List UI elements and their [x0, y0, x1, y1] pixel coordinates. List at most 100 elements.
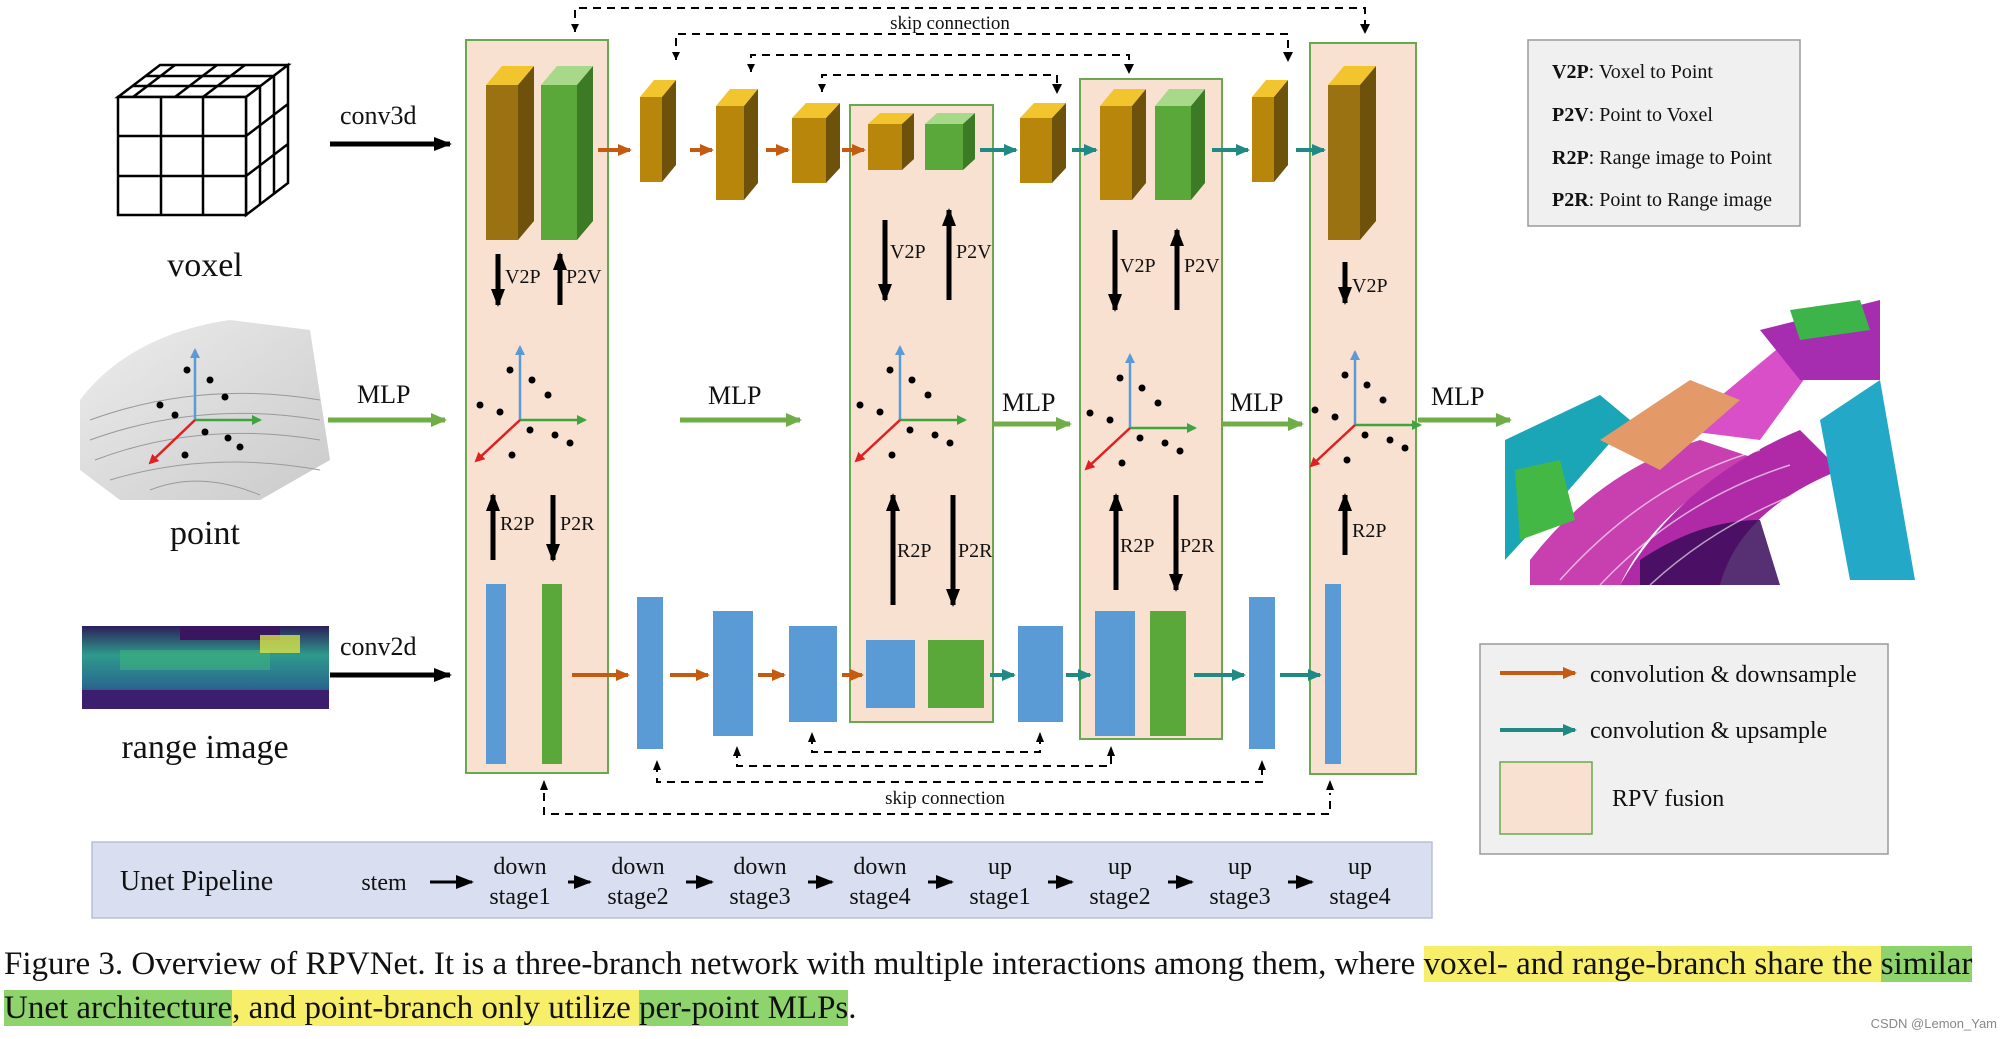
svg-text:R2P: Range image to Point: R2P: Range image to Point: [1552, 147, 1772, 169]
pipeline-stage-bottom: stem: [361, 870, 407, 896]
point-axes-icon: [1309, 350, 1422, 468]
pipeline-stage-bottom: stage4: [1329, 884, 1390, 910]
voxel-block-down1: [640, 80, 676, 182]
conv2d-label: conv2d: [340, 632, 417, 661]
point-dot: [1361, 431, 1369, 439]
voxel-cube-icon: [114, 62, 292, 218]
v2p-label-3: V2P: [1120, 255, 1156, 277]
point-dot: [496, 408, 504, 416]
skip-connection-label-top: skip connection: [890, 13, 1010, 34]
watermark: CSDN @Lemon_Yam: [1870, 1016, 1997, 1031]
range-image-label: range image: [121, 729, 288, 766]
voxel-block-down2: [716, 89, 758, 200]
pipeline-stage-bottom: stage3: [729, 884, 790, 910]
point-dot: [946, 439, 954, 447]
point-dot: [1106, 416, 1114, 424]
skip-connection-arrowheads-top: [571, 24, 826, 92]
point-dot: [1176, 447, 1184, 455]
caption-text-1: Figure 3. Overview of RPVNet. It is a th…: [4, 946, 1424, 982]
voxel-block-down3: [792, 103, 840, 183]
unet-pipeline-bar: [91, 841, 1433, 919]
legend-ops-box: [1527, 39, 1801, 227]
svg-text:P2V: Point to Voxel: P2V: Point to Voxel: [1552, 104, 1713, 126]
point-dot: [1401, 444, 1409, 452]
range-branch: [486, 584, 1341, 764]
point-dot: [888, 451, 896, 459]
legend-text-v2p: : Voxel to Point: [1589, 61, 1714, 83]
point-dot: [886, 366, 894, 374]
unet-pipeline-stages: stemdownstage1downstage2downstage3downst…: [361, 854, 1390, 910]
point-dot: [1086, 409, 1094, 417]
r2p-label-2: R2P: [897, 540, 931, 562]
point-dot: [528, 376, 536, 384]
point-dot: [506, 366, 514, 374]
v2p-label-4: V2P: [1352, 275, 1388, 297]
point-axes-group: [474, 345, 1422, 471]
p2v-label-2: P2V: [956, 241, 992, 263]
point-dot: [906, 426, 914, 434]
point-dot: [931, 431, 939, 439]
r2p-label-4: R2P: [1352, 520, 1386, 542]
rpv-fusion-box-2: [849, 104, 994, 723]
skip-connection-arrowheads-bottom: [540, 732, 1334, 790]
point-cloud-image: [80, 320, 330, 500]
conv3d-label: conv3d: [340, 101, 417, 130]
legend-rpv-label: RPV fusion: [1612, 786, 1724, 812]
legend-key-r2p: R2P: [1552, 147, 1589, 169]
pipeline-stage-top: down: [733, 854, 786, 880]
pipeline-stage-bottom: stage3: [1209, 884, 1270, 910]
range-block-down1: [637, 597, 663, 749]
p2v-label-3: P2V: [1184, 255, 1220, 277]
range-block-stem: [486, 584, 506, 764]
axis-x: [474, 419, 521, 463]
point-dot: [924, 391, 932, 399]
voxel-block-stem: [486, 66, 534, 240]
range-block-up1: [1018, 626, 1063, 722]
range-block-down2: [713, 611, 753, 736]
point-dot: [1138, 384, 1146, 392]
point-axes-icon: [854, 345, 967, 463]
interaction-arrows: [486, 208, 1352, 607]
point-dot: [544, 391, 552, 399]
voxel-label: voxel: [167, 247, 243, 284]
voxel-block-down4: [868, 113, 914, 170]
range-image-thumbnail: [82, 626, 329, 709]
skip-connections-top: [574, 7, 1370, 94]
green-range-block-stem: [542, 584, 562, 764]
voxel-branch: [486, 66, 1376, 240]
legend-rpv-swatch: [1499, 761, 1593, 835]
legend-conv-up-label: convolution & upsample: [1590, 718, 1827, 744]
legend-conv-down-label: convolution & downsample: [1590, 662, 1857, 688]
pipeline-stage-top: down: [853, 854, 906, 880]
legend-key-p2r: P2R: [1552, 189, 1589, 211]
point-dot: [1379, 396, 1387, 404]
legend-ops-items: V2P: Voxel to Point P2V: Point to Voxel …: [1552, 61, 1772, 211]
legend-key-p2v: P2V: [1552, 104, 1589, 126]
green-block-stem: [541, 66, 593, 240]
r2p-label-1: R2P: [500, 513, 534, 535]
axis-x: [854, 419, 901, 463]
point-dot: [1118, 459, 1126, 467]
p2r-label-2: P2R: [958, 540, 993, 562]
voxel-block-up1: [1020, 103, 1066, 183]
point-axes-icon: [1084, 353, 1197, 471]
green-block-up2: [1155, 89, 1205, 200]
green-block-down4: [925, 113, 975, 170]
caption-highlight-1: voxel- and range-branch share the: [1423, 946, 1881, 982]
voxel-block-up3: [1252, 80, 1288, 182]
pipeline-stage-top: up: [1108, 854, 1132, 880]
svg-text:V2P: Voxel to Point: V2P: Voxel to Point: [1552, 61, 1713, 83]
pipeline-stage-top: up: [988, 854, 1012, 880]
legend-text-p2r: : Point to Range image: [1589, 189, 1772, 211]
voxel-block-up2: [1100, 89, 1146, 200]
segmented-point-cloud-image: [1505, 295, 1915, 586]
mlp-label-2: MLP: [1002, 388, 1055, 417]
r2p-label-3: R2P: [1120, 535, 1154, 557]
pipeline-stage-bottom: stage2: [1089, 884, 1150, 910]
point-dot: [1343, 456, 1351, 464]
point-dot: [476, 401, 484, 409]
unet-pipeline-title: Unet Pipeline: [120, 866, 273, 897]
v2p-label-2: V2P: [890, 241, 926, 263]
pipeline-stage-bottom: stage1: [489, 884, 550, 910]
